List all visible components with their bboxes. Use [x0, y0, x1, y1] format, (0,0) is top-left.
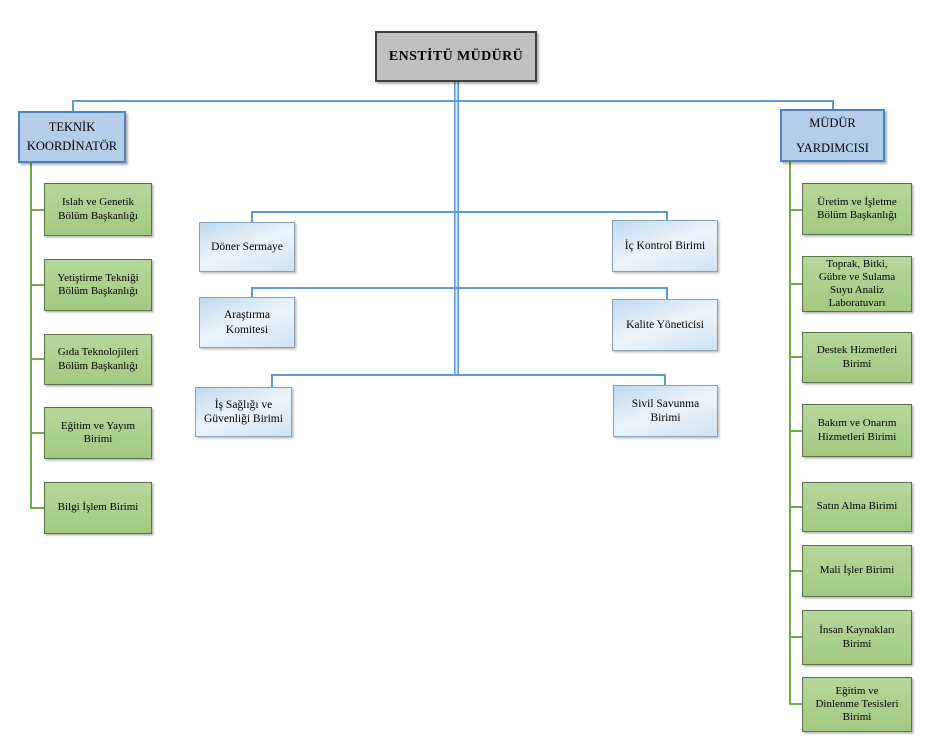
- connector-right-rail: [789, 162, 791, 705]
- connector-drop-is-sagligi: [271, 374, 273, 388]
- connector-drop-kalite: [666, 287, 668, 300]
- connector-left-stub-2: [30, 284, 45, 286]
- unit-satin-alma: Satın Alma Birimi: [802, 482, 912, 532]
- unit-egitim-ve-yayim: Eğitim ve Yayım Birimi: [44, 407, 152, 459]
- connector-left-rail: [30, 163, 32, 509]
- unit-yetistirme-teknigi: Yetiştirme Tekniği Bölüm Başkanlığı: [44, 259, 152, 311]
- staff-kalite-yoneticisi: Kalite Yöneticisi: [612, 299, 718, 351]
- enstitu-muduru-box: ENSTİTÜ MÜDÜRÜ: [375, 31, 537, 82]
- connector-branch-1: [251, 211, 668, 213]
- connector-drop-arastirma: [251, 287, 253, 298]
- unit-destek-hizmetleri: Destek Hizmetleri Birimi: [802, 332, 912, 383]
- connector-right-stub-7: [789, 636, 803, 638]
- connector-drop-ic-kontrol: [666, 211, 668, 221]
- connector-left-stub-5: [30, 507, 45, 509]
- mudur-yardimcisi-box: MÜDÜR YARDIMCISI: [780, 109, 885, 162]
- teknik-koordinator-box: TEKNİK KOORDİNATÖR: [18, 111, 126, 163]
- connector-right-stub-5: [789, 506, 803, 508]
- unit-insan-kaynaklari: İnsan Kaynakları Birimi: [802, 610, 912, 665]
- unit-islah-ve-genetik: Islah ve Genetik Bölüm Başkanlığı: [44, 183, 152, 236]
- staff-doner-sermaye: Döner Sermaye: [199, 222, 295, 272]
- connector-left-stub-3: [30, 358, 45, 360]
- unit-egitim-dinlenme-tesisleri: Eğitim ve Dinlenme Tesisleri Birimi: [802, 677, 912, 732]
- connector-top-spine: [72, 100, 833, 102]
- connector-right-stub-6: [789, 570, 803, 572]
- unit-bakim-ve-onarim: Bakım ve Onarım Hizmetleri Birimi: [802, 404, 912, 457]
- connector-right-stub-1: [789, 209, 803, 211]
- connector-drop-doner: [251, 211, 253, 223]
- staff-sivil-savunma: Sivil Savunma Birimi: [613, 385, 718, 437]
- connector-drop-teknik: [72, 100, 74, 112]
- connector-branch-2: [251, 287, 668, 289]
- connector-right-stub-3: [789, 356, 803, 358]
- connector-drop-sivil: [664, 374, 666, 386]
- unit-mali-isler: Mali İşler Birimi: [802, 545, 912, 597]
- unit-gida-teknolojileri: Gıda Teknolojileri Bölüm Başkanlığı: [44, 334, 152, 385]
- unit-uretim-ve-isletme: Üretim ve İşletme Bölüm Başkanlığı: [802, 183, 912, 235]
- connector-center-trunk: [454, 82, 459, 374]
- unit-toprak-bitki-gubre-lab: Toprak, Bitki, Gübre ve Sulama Suyu Anal…: [802, 256, 912, 312]
- connector-left-stub-1: [30, 209, 45, 211]
- connector-right-stub-2: [789, 283, 803, 285]
- connector-right-stub-4: [789, 430, 803, 432]
- staff-is-sagligi-guvenligi: İş Sağlığı ve Güvenliği Birimi: [195, 387, 292, 437]
- staff-ic-kontrol: İç Kontrol Birimi: [612, 220, 718, 272]
- connector-branch-3: [271, 374, 666, 376]
- unit-bilgi-islem: Bilgi İşlem Birimi: [44, 482, 152, 534]
- staff-arastirma-komitesi: Araştırma Komitesi: [199, 297, 295, 348]
- connector-drop-mudur: [832, 100, 834, 110]
- connector-left-stub-4: [30, 432, 45, 434]
- connector-right-stub-8: [789, 703, 803, 705]
